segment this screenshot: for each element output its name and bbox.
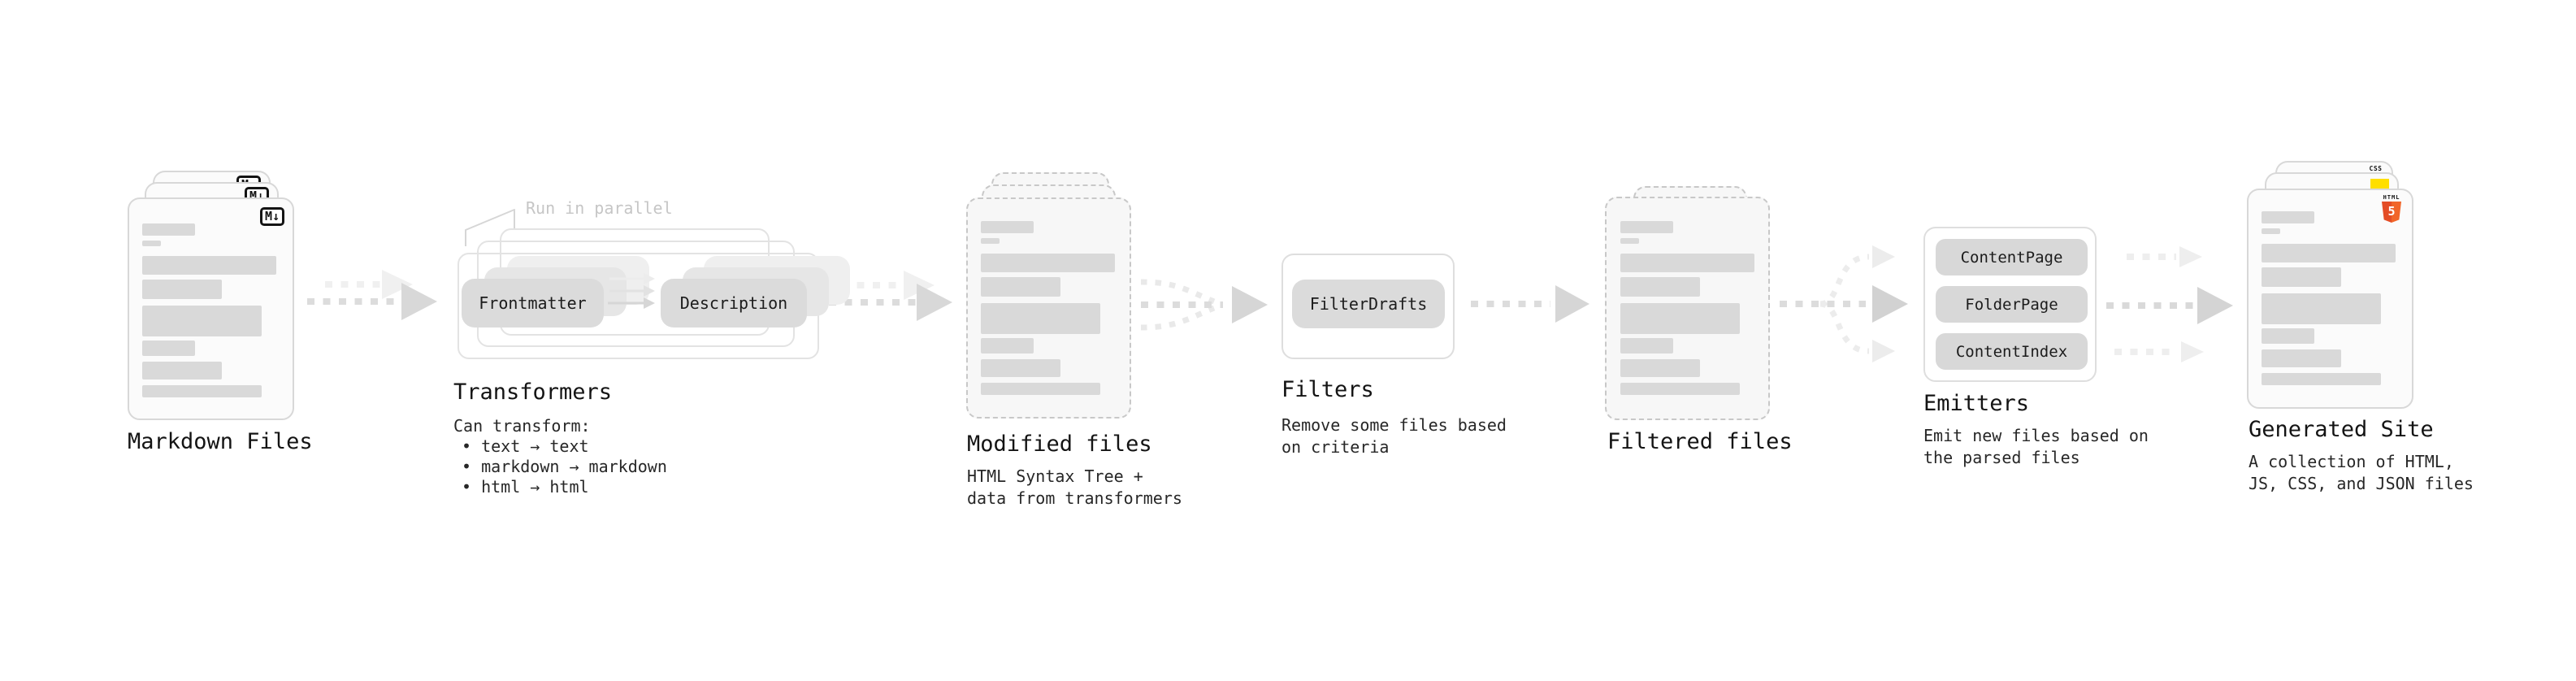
skeleton-bar xyxy=(142,340,195,356)
skeleton-bar xyxy=(981,221,1034,233)
markdown-icon: M↓ xyxy=(259,207,284,226)
skeleton-bar xyxy=(142,306,262,336)
skeleton-bar xyxy=(142,241,161,246)
skeleton-bar xyxy=(1620,359,1700,377)
emitters-card: ContentPage FolderPage ContentIndex xyxy=(1923,227,2097,382)
file-text-placeholder xyxy=(2262,211,2396,385)
skeleton-bar xyxy=(2262,211,2314,223)
generated-site-subtitle-line2: JS, CSS, and JSON files xyxy=(2249,474,2474,493)
skeleton-bar xyxy=(981,338,1034,354)
filters-card: FilterDrafts xyxy=(1281,254,1455,359)
skeleton-bar xyxy=(142,385,262,397)
skeleton-bar xyxy=(2262,349,2341,367)
file-text-placeholder xyxy=(981,221,1115,395)
transformers-title: Transformers xyxy=(453,380,613,405)
skeleton-bar xyxy=(142,280,222,299)
transformer-pill-arrows xyxy=(608,273,655,309)
skeleton-bar xyxy=(142,362,222,380)
skeleton-bar xyxy=(2262,228,2280,234)
transformers-bullet: • text → text xyxy=(462,436,589,456)
arrow-emitters-to-site-bottom xyxy=(2114,341,2204,362)
skeleton-bar xyxy=(142,256,276,275)
generated-site-title: Generated Site xyxy=(2249,417,2434,442)
skeleton-bar xyxy=(1620,254,1754,272)
markdown-files-title: Markdown Files xyxy=(128,429,313,454)
skeleton-bar xyxy=(981,383,1100,395)
arrow-filtered-to-emitters-diverge xyxy=(1780,245,1908,362)
html5-icon: HTML 5 xyxy=(2380,194,2403,223)
skeleton-bar xyxy=(1620,238,1639,244)
skeleton-bar xyxy=(981,359,1060,377)
emitters-title: Emitters xyxy=(1923,391,2030,416)
skeleton-bar xyxy=(981,277,1060,297)
emitters-subtitle-line2: the parsed files xyxy=(1923,448,2080,467)
skeleton-bar xyxy=(981,254,1115,272)
skeleton-bar xyxy=(1620,383,1740,395)
generated-site-subtitle-line1: A collection of HTML, xyxy=(2249,452,2454,471)
modified-files-subtitle-line1: HTML Syntax Tree + xyxy=(967,466,1143,486)
frontmatter-pill: Frontmatter xyxy=(462,279,604,327)
transformers-bullet: • markdown → markdown xyxy=(462,457,667,476)
generated-file-card-front: HTML 5 xyxy=(2247,189,2413,409)
markdown-file-card-front: M↓ xyxy=(128,197,294,420)
transformers-subtitle: Can transform: xyxy=(453,416,591,436)
javascript-icon xyxy=(2370,179,2389,189)
css-icon-label: CSS xyxy=(2369,165,2383,172)
arrow-transformers-to-modified xyxy=(829,271,952,321)
skeleton-bar xyxy=(1620,303,1740,334)
modified-file-card-front xyxy=(966,197,1131,419)
filters-subtitle-line2: on criteria xyxy=(1281,437,1390,457)
html5-icon-shield: 5 xyxy=(2382,202,2401,223)
skeleton-bar xyxy=(142,223,195,236)
skeleton-bar xyxy=(1620,221,1673,233)
skeleton-bar xyxy=(2262,293,2381,324)
html5-icon-label: HTML xyxy=(2383,194,2400,201)
filters-title: Filters xyxy=(1281,377,1374,402)
skeleton-bar xyxy=(2262,267,2341,287)
skeleton-bar xyxy=(981,303,1100,334)
contentpage-pill: ContentPage xyxy=(1936,239,2088,275)
skeleton-bar xyxy=(1620,338,1673,354)
skeleton-bar xyxy=(1620,277,1700,297)
arrow-emitters-to-site-middle xyxy=(2106,287,2233,324)
transformers-bullet: • html → html xyxy=(462,477,589,497)
description-pill: Description xyxy=(661,279,807,327)
filterdrafts-pill: FilterDrafts xyxy=(1292,280,1445,328)
arrow-filters-to-filtered xyxy=(1471,285,1589,323)
run-in-parallel-callout-line xyxy=(465,209,515,246)
filters-subtitle-line1: Remove some files based xyxy=(1281,415,1507,435)
modified-files-subtitle-line2: data from transformers xyxy=(967,488,1182,508)
run-in-parallel-annotation: Run in parallel xyxy=(526,198,673,218)
emitters-subtitle-line1: Emit new files based on xyxy=(1923,426,2149,445)
filtered-files-title: Filtered files xyxy=(1607,429,1793,454)
skeleton-bar xyxy=(2262,373,2381,385)
file-text-placeholder xyxy=(1620,221,1754,395)
file-text-placeholder xyxy=(142,223,276,397)
arrow-modified-to-filters-converge xyxy=(1140,279,1268,331)
skeleton-bar xyxy=(2262,328,2314,344)
folderpage-pill: FolderPage xyxy=(1936,286,2088,323)
arrow-markdown-to-transformers xyxy=(307,270,437,320)
arrow-emitters-to-site-top xyxy=(2127,246,2202,267)
skeleton-bar xyxy=(2262,244,2396,262)
modified-files-title: Modified files xyxy=(967,432,1152,457)
filtered-file-card-front xyxy=(1605,197,1770,420)
skeleton-bar xyxy=(981,238,1000,244)
contentindex-pill: ContentIndex xyxy=(1936,333,2088,370)
